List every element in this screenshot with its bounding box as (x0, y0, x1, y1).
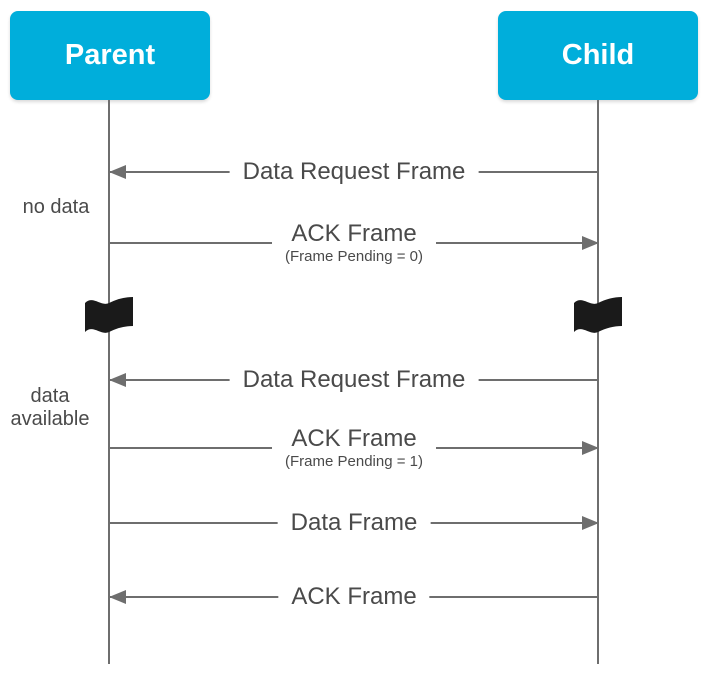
message-label: Data Request Frame (229, 158, 479, 186)
annotation-no-data: no data (22, 196, 90, 218)
arrow-left-icon (109, 165, 126, 179)
arrow-right-icon (582, 236, 599, 250)
arrow-right-icon (582, 441, 599, 455)
annotation-data-available: data available (10, 385, 90, 430)
message-label: ACK Frame (Frame Pending = 1) (272, 425, 436, 471)
message-label-main: ACK Frame (291, 425, 417, 452)
flag-icon (85, 297, 133, 333)
message-label: Data Request Frame (229, 366, 479, 394)
message-label: ACK Frame (278, 583, 430, 611)
node-child: Child (498, 11, 698, 100)
child-lifeline (597, 100, 599, 664)
arrow-left-icon (109, 373, 126, 387)
message-label: ACK Frame (Frame Pending = 0) (272, 220, 436, 266)
message-label-sub: (Frame Pending = 1) (285, 453, 423, 470)
message-label: Data Frame (277, 509, 431, 537)
node-parent: Parent (10, 11, 210, 100)
node-parent-label: Parent (64, 39, 156, 71)
message-label-sub: (Frame Pending = 0) (285, 248, 423, 265)
node-child-label: Child (561, 39, 635, 71)
arrow-left-icon (109, 590, 126, 604)
flag-icon (574, 297, 622, 333)
message-label-main: ACK Frame (291, 220, 417, 247)
arrow-right-icon (582, 516, 599, 530)
